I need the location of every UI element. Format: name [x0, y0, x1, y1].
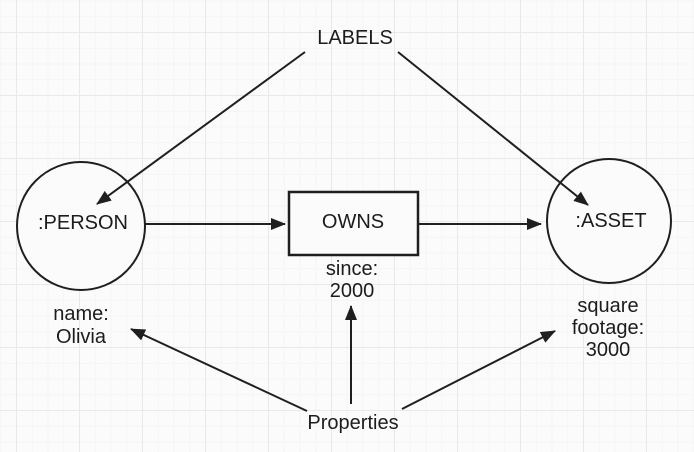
- arrow-properties-to-name: [130, 328, 308, 412]
- owns-relationship-label: OWNS: [321, 211, 385, 233]
- since-property-text: since: 2000: [325, 258, 379, 302]
- name-property-text: name: Olivia: [53, 303, 109, 348]
- person-node-label: :PERSON: [37, 212, 129, 234]
- square-footage-property-text: square footage: 3000: [571, 295, 645, 361]
- owns-relationship-box: [287, 190, 420, 257]
- labels-caption: LABELS: [317, 27, 393, 49]
- properties-caption: Properties: [307, 412, 399, 434]
- asset-node-label: :ASSET: [575, 210, 647, 232]
- asset-node: [546, 158, 672, 284]
- person-node: [16, 161, 146, 291]
- arrow-properties-to-square-footage: [401, 330, 556, 410]
- arrow-labels-to-asset: [397, 51, 589, 206]
- arrow-labels-to-person: [96, 51, 306, 205]
